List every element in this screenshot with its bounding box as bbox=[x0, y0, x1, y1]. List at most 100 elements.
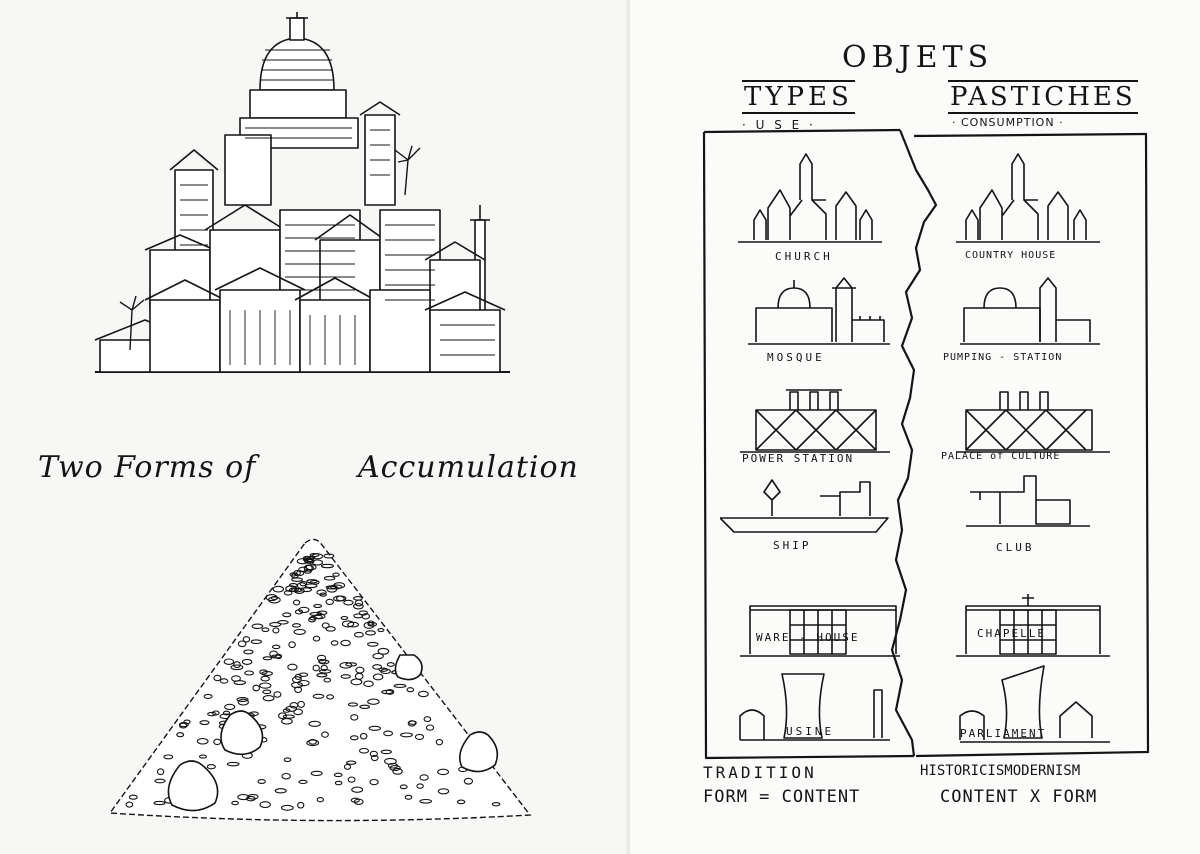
coin-mark bbox=[361, 613, 371, 620]
coin-mark bbox=[297, 700, 305, 708]
coin-mark bbox=[293, 708, 304, 716]
coin-mark bbox=[320, 664, 328, 672]
coin-mark bbox=[425, 724, 435, 731]
coin-mark bbox=[372, 673, 384, 681]
power-station-icon bbox=[740, 389, 890, 453]
coin-mark bbox=[274, 788, 287, 794]
coin-mark bbox=[288, 641, 296, 649]
mosque-icon bbox=[748, 277, 890, 345]
coin-mark bbox=[280, 804, 294, 811]
coin-mark bbox=[291, 676, 302, 684]
coin-mark bbox=[163, 754, 174, 760]
coin-mark bbox=[128, 794, 138, 800]
right-page: OBJETS TYPES · U S E · PASTICHES · CONSU… bbox=[630, 0, 1200, 854]
coin-mark bbox=[353, 603, 364, 610]
church-icon bbox=[738, 153, 882, 243]
coin-mark bbox=[318, 669, 332, 674]
coin-mark bbox=[262, 695, 275, 702]
coin-mark bbox=[369, 778, 379, 786]
coin-mark bbox=[334, 780, 343, 786]
warehouse-icon bbox=[740, 605, 900, 657]
coin-mark bbox=[294, 686, 303, 694]
coin-mark bbox=[310, 770, 323, 777]
coin-mark bbox=[294, 609, 304, 615]
ship-icon bbox=[720, 479, 889, 533]
coin-mark bbox=[393, 683, 407, 688]
coin-mark bbox=[318, 659, 327, 664]
coin-mark bbox=[312, 664, 320, 672]
coin-mark bbox=[237, 794, 250, 801]
coin-mark bbox=[281, 772, 291, 780]
coin-mark bbox=[314, 613, 326, 620]
coin-mark bbox=[298, 672, 309, 677]
coin-mark bbox=[272, 585, 285, 593]
coin-mark bbox=[383, 730, 394, 737]
coin-mark bbox=[346, 760, 357, 765]
coin-mark bbox=[303, 564, 313, 572]
coin-mark bbox=[340, 615, 349, 621]
coin-mark bbox=[416, 783, 424, 789]
coin-mark bbox=[333, 772, 343, 778]
coin-mark bbox=[278, 712, 287, 720]
coin-mark bbox=[377, 628, 385, 633]
coin-mark bbox=[312, 693, 325, 699]
pastiches-subheading: · CONSUMPTION · bbox=[952, 116, 1064, 129]
pumping-station-icon bbox=[960, 277, 1100, 345]
coin-mark bbox=[244, 670, 255, 676]
left-page: Two Forms of Accumulation bbox=[38, 12, 579, 822]
coin-mark bbox=[435, 738, 444, 746]
coin-mark bbox=[456, 799, 466, 805]
coin-mark bbox=[372, 652, 384, 660]
pastiche-label-chapelle: CHAPELLE bbox=[977, 627, 1046, 640]
type-icons bbox=[720, 153, 900, 741]
coin-mark bbox=[269, 622, 282, 627]
coin-mark bbox=[243, 649, 254, 655]
coin-mark bbox=[316, 797, 324, 803]
coin-mark bbox=[289, 572, 298, 577]
pastiche-label-club: CLUB bbox=[996, 541, 1035, 554]
coin-mark bbox=[269, 650, 279, 658]
coin-mark bbox=[291, 623, 302, 628]
coin-mark bbox=[463, 777, 474, 785]
coin-mark bbox=[306, 579, 318, 584]
coin-mark bbox=[363, 621, 375, 629]
coin-mark bbox=[219, 678, 229, 684]
type-label-church: CHURCH bbox=[775, 250, 833, 263]
coin-mark bbox=[298, 779, 308, 785]
coin-mark bbox=[291, 577, 304, 582]
coin-mark bbox=[399, 784, 408, 790]
coin-mark bbox=[419, 774, 429, 781]
coin-mark bbox=[242, 636, 251, 643]
type-label-mosque: MOSQUE bbox=[767, 351, 825, 364]
coin-mark bbox=[287, 663, 298, 671]
coin-mark bbox=[305, 557, 314, 563]
footer-content-x-form: CONTENT X FORM bbox=[940, 787, 1098, 807]
coin-mark bbox=[325, 626, 336, 632]
coin-mark bbox=[423, 716, 432, 723]
coin-mark bbox=[389, 765, 401, 771]
usine-icon bbox=[739, 673, 890, 741]
coin-mark bbox=[316, 654, 327, 662]
coin-mark bbox=[325, 598, 334, 606]
coin-mark bbox=[285, 585, 298, 593]
coin-mark bbox=[230, 664, 244, 671]
coin-mark bbox=[299, 581, 308, 587]
coin-mark bbox=[313, 603, 323, 609]
coin-mark bbox=[283, 590, 293, 596]
coin-mark bbox=[350, 797, 360, 803]
footer-form-equals-content: FORM = CONTENT bbox=[703, 787, 861, 807]
coin-mark bbox=[368, 725, 382, 731]
coin-mark bbox=[406, 687, 415, 693]
coin-mark bbox=[262, 689, 272, 695]
coin-mark bbox=[378, 667, 389, 672]
coin-mark bbox=[359, 732, 368, 740]
coin-mark bbox=[231, 675, 241, 682]
pastiche-label-country-house: COUNTRY HOUSE bbox=[965, 250, 1057, 261]
coin-mark bbox=[330, 640, 339, 646]
coin-mark bbox=[297, 801, 305, 809]
coin-mark bbox=[176, 732, 185, 738]
caption-accumulation: Accumulation bbox=[358, 450, 579, 485]
coin-mark bbox=[252, 684, 261, 692]
coin-mark bbox=[326, 694, 335, 700]
coin-mark bbox=[282, 708, 291, 713]
